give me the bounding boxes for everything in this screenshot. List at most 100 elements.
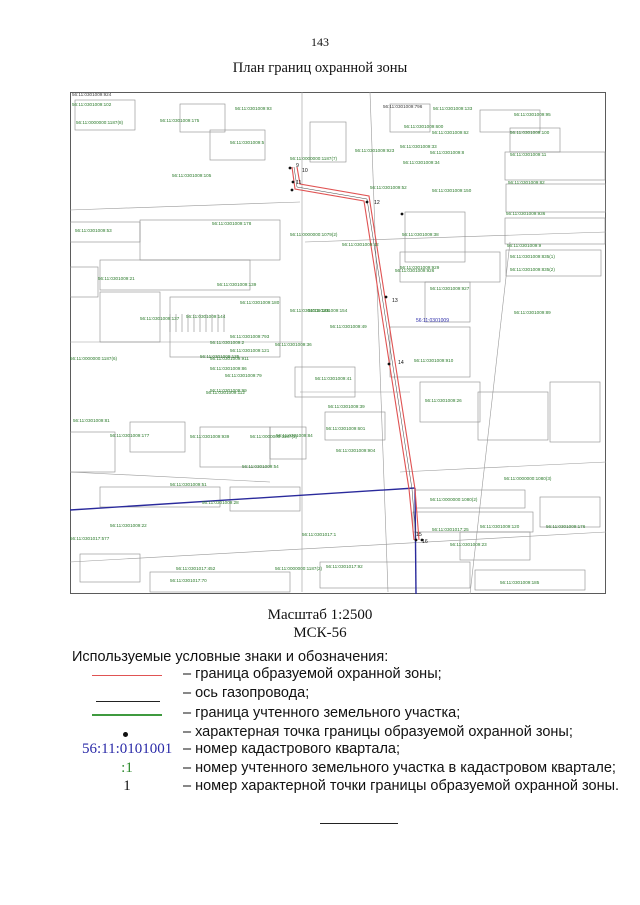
boundary-point xyxy=(400,212,404,216)
boundary-point xyxy=(420,538,424,542)
street-line xyxy=(70,201,301,211)
building-outline xyxy=(539,496,601,528)
building-outline xyxy=(70,431,116,473)
parcel-label: 56:11:0000000:1187(6) xyxy=(70,356,118,361)
parcel-label: 56:11:0301009:100 xyxy=(510,130,550,135)
building-outline xyxy=(319,561,471,589)
dot-icon xyxy=(123,732,128,737)
point-number: 14 xyxy=(398,360,404,366)
building-outline xyxy=(294,366,356,398)
green-line-icon xyxy=(92,714,162,716)
parcel-label: 56:11:0000000:1187(8) xyxy=(76,120,124,125)
map: 56:11:0301009:924 56:11:0301009:102 56:11:… xyxy=(70,92,606,594)
parcel-label: 56:11:0301009:28 xyxy=(202,500,239,505)
parcel-label: 56:11:0301009:154 xyxy=(308,308,348,313)
parcel-label: 56:11:0301017:452 xyxy=(176,566,216,571)
building-outline xyxy=(99,259,251,291)
parcel-label: 56:11:0301009:38 xyxy=(402,232,439,237)
parcel-label: 56:11:0301009:178 xyxy=(212,221,252,226)
point-number: 9 xyxy=(296,163,299,169)
legend-text: – ось газопровода; xyxy=(183,685,310,701)
parcel-label: 56:11:0301009:5 xyxy=(230,140,265,145)
building-outline xyxy=(549,381,601,443)
parcel-label: 56:11:0301009:137 xyxy=(140,316,180,321)
street-line xyxy=(369,92,389,593)
building-outline xyxy=(505,183,606,213)
legend-text: – номер учтенного земельного участка в к… xyxy=(183,760,616,776)
red-line-icon xyxy=(92,675,162,676)
parcel-label: 56:11:0301009:929 xyxy=(400,265,440,270)
parcel-label: 56:11:0301009:36 xyxy=(275,342,312,347)
parcel-label: 56:11:0301009:924 xyxy=(72,92,112,97)
parcel-label: 56:11:0301009:911 xyxy=(210,356,249,361)
parcel-label: 56:11:0301009:146 xyxy=(290,308,330,313)
parcel-label: 56:11:0301009:180 xyxy=(240,300,280,305)
parcel-label: 56:11:0301009:81 xyxy=(73,418,110,423)
parcel-label: 56:11:0301009:99 xyxy=(210,388,247,393)
parcel-label: 56:11:0301009:927 xyxy=(430,286,470,291)
parcel-label: 56:11:0301009:26 xyxy=(425,398,462,403)
parcel-label: 56:11:0301009:144 xyxy=(186,314,226,319)
building-outline xyxy=(209,129,266,161)
building-outline xyxy=(505,249,602,277)
legend-text: – номер характерной точки границы образу… xyxy=(183,778,620,794)
parcel-label: 56:11:0301009:793 xyxy=(230,334,270,339)
parcel-label: 56:11:0301009:185 xyxy=(500,580,540,585)
parcel-label: 56:11:0301009:2 xyxy=(210,340,245,345)
parcel-label: 56:11:0301009:150 xyxy=(432,188,472,193)
legend-symbol: 1 xyxy=(123,778,131,794)
parcel-label: 56:11:0000000:1079(2) xyxy=(290,232,338,237)
parcel-label: 56:11:0301009:54 xyxy=(242,464,279,469)
parcel-label: 56:11:0301009:939 xyxy=(190,434,230,439)
quarter-boundary xyxy=(70,487,416,511)
page-number: 143 xyxy=(311,35,329,49)
building-outline xyxy=(504,217,606,245)
building-outline xyxy=(404,211,466,263)
point-number: 10 xyxy=(302,168,308,174)
building-outline xyxy=(309,121,347,163)
black-line-icon xyxy=(96,701,160,702)
legend-text: – граница учтенного земельного участка; xyxy=(183,705,461,721)
map-scale: Масштаб 1:2500 xyxy=(267,607,373,623)
building-outline xyxy=(419,381,481,423)
parcel-label: 56:11:0301017:70 xyxy=(170,578,207,583)
parcel-label: 56:11:0301009:51 xyxy=(170,482,207,487)
legend-item-gas-axis: – ось газопровода; xyxy=(0,685,640,705)
building-outline xyxy=(74,99,136,131)
page-title: План границ охранной зоны xyxy=(232,60,408,76)
boundary-point xyxy=(290,188,294,192)
parcel-label: 56:11:0301009:23 xyxy=(450,542,487,547)
boundary-point xyxy=(288,166,292,170)
parcel-label: 56:11:0301009:41 xyxy=(315,376,352,381)
parcel-label: 56:11:0301017:25 xyxy=(432,527,469,532)
parcel-label: 56:11:0301009:102 xyxy=(72,102,112,107)
parcel-label: 56:11:0301009:175 xyxy=(160,118,200,123)
parcel-label: 56:11:0301009:95 xyxy=(514,112,551,117)
parcel-label: 56:11:0301009:21 xyxy=(98,276,135,281)
parcel-label: 56:11:0301009:34 xyxy=(403,160,440,165)
legend-text: – номер кадастрового квартала; xyxy=(183,741,401,757)
parcel-label: 56:11:0301009:42 xyxy=(342,242,379,247)
parcel-label: 56:11:0301009:176 xyxy=(546,524,586,529)
building-outline xyxy=(424,281,471,323)
parcel-label: 56:11:0301009:105 xyxy=(172,173,212,178)
building-outline xyxy=(459,531,531,561)
parcel-label: 56:11:0301009:8 xyxy=(430,150,465,155)
parcel-label: 56:11:0301009:86 xyxy=(210,366,247,371)
building-outline xyxy=(99,486,221,508)
building-outline xyxy=(129,421,186,453)
building-outline xyxy=(70,266,99,298)
building-outline xyxy=(324,411,386,441)
street-line xyxy=(304,231,606,243)
parcel-label: 56:11:0301009:835(1) xyxy=(510,254,555,259)
parcel-label: 56:11:0301009:9 xyxy=(507,243,542,248)
parcel-label: 56:11:0301009:120 xyxy=(480,524,520,529)
building-outline xyxy=(229,486,301,512)
parcel-label: 56:11:0000000:1187(2) xyxy=(275,566,323,571)
boundary-point xyxy=(291,180,295,184)
point-number: 11 xyxy=(296,180,301,186)
legend-text: – граница образуемой охранной зоны; xyxy=(183,666,442,682)
building-outline xyxy=(149,571,291,593)
boundary-point xyxy=(384,295,388,299)
parcel-label: 56:11:0301009:135 xyxy=(200,354,240,359)
